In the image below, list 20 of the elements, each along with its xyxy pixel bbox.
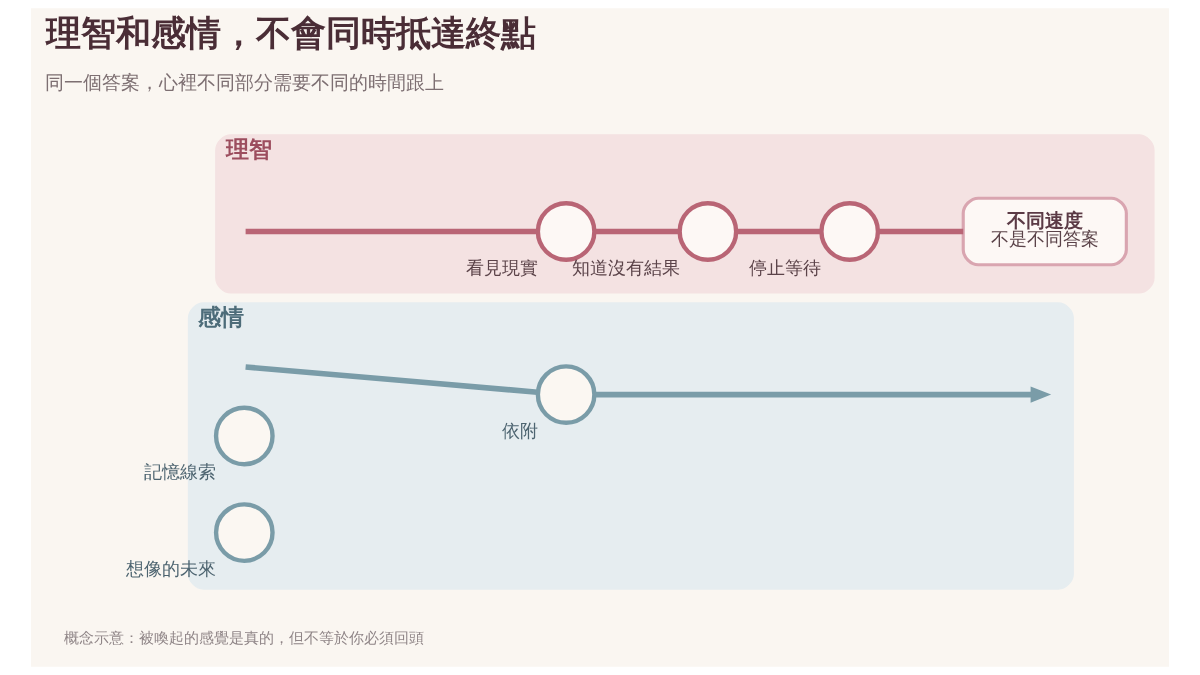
node-label: 依附 xyxy=(501,420,538,441)
connector xyxy=(245,228,538,235)
diagram-title: 理智和感情，不會同時抵達終點 xyxy=(46,12,537,54)
node-circle xyxy=(677,201,739,262)
caption: 概念示意：被喚起的感覺是真的，但不等於你必須回頭 xyxy=(64,629,425,648)
node-label: 看見現實 xyxy=(465,257,538,278)
connector xyxy=(245,364,538,396)
label: 同一個答案，心裡不同部分需要不同的時間跟上 xyxy=(44,72,444,94)
node-circle xyxy=(819,201,881,262)
connector xyxy=(878,228,964,235)
arrow xyxy=(594,386,1052,403)
node-box: 不同速度 不是不同答案 xyxy=(961,196,1128,267)
node-label: 停止等待 xyxy=(749,257,822,278)
node-label: 知道沒有結果 xyxy=(571,257,680,278)
node-circle xyxy=(213,502,275,564)
node-label: 想像的未來 xyxy=(125,558,216,579)
connector xyxy=(736,228,822,235)
node-circle xyxy=(213,405,275,467)
node-label: 記憶線索 xyxy=(143,462,216,483)
connector xyxy=(594,228,680,235)
